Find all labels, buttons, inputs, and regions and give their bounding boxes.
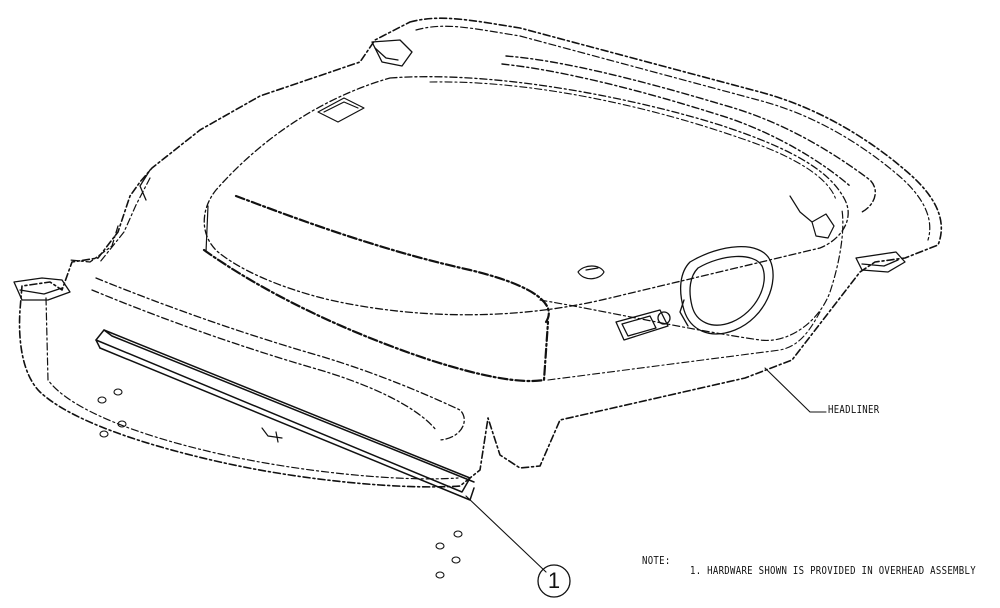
headliner-label: HEADLINER [828,405,880,417]
coat-hook [577,265,605,280]
note-title: NOTE: [642,556,671,568]
rear-inner-contour [91,55,876,441]
front-bezel [317,97,365,123]
headliner-outer-edge [18,17,943,488]
bracket-part [95,329,475,501]
rear-clip [789,195,835,239]
sunroof-opening [202,76,849,383]
headliner-leader-line [764,367,827,413]
callout-circle [537,564,571,598]
hardware-nuts [97,388,463,579]
callout-leader-line [465,495,547,573]
callout-number: 1 [547,568,561,593]
overhead-console [679,246,774,335]
switch-bank [615,309,671,341]
note-text: 1. HARDWARE SHOWN IS PROVIDED IN OVERHEA… [690,566,976,578]
clip-pockets [13,39,906,301]
